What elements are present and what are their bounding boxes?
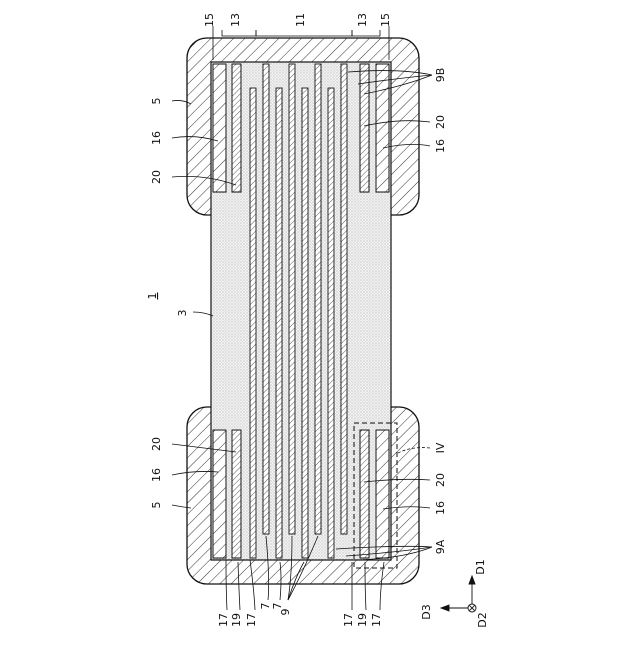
axis-d1-label: D1 — [474, 559, 487, 574]
dummy-electrode-20-top-left — [232, 64, 241, 192]
internal-electrode-from-top — [315, 64, 321, 534]
outer-layer-16-top-left — [213, 64, 226, 192]
outer-layer-16-top-right — [376, 64, 389, 192]
label-19-a: 19 — [230, 613, 243, 627]
label-17-a: 17 — [217, 613, 230, 627]
internal-electrode-from-top — [263, 64, 269, 534]
dummy-electrode-20-bottom-right — [360, 430, 369, 558]
label-13-top-left: 13 — [229, 13, 242, 27]
internal-electrode-from-bottom — [276, 88, 282, 558]
label-20-top-left: 20 — [150, 170, 163, 184]
label-15-top-left: 15 — [203, 13, 216, 27]
axis-d2-label: D2 — [476, 612, 489, 627]
axis-d3-label: D3 — [420, 604, 433, 619]
label-7-b: 7 — [271, 603, 284, 610]
axis-d1-arrowhead — [469, 576, 475, 584]
outer-layer-16-bottom-right — [376, 430, 389, 558]
label-9B: 9B — [434, 68, 447, 83]
label-1: 1 — [146, 293, 159, 300]
direction-axes — [441, 576, 476, 612]
label-5-top: 5 — [150, 98, 163, 105]
label-15-top-right: 15 — [379, 13, 392, 27]
label-16-top-left: 16 — [150, 131, 163, 145]
label-17-c: 17 — [342, 613, 355, 627]
label-17-b: 17 — [245, 613, 258, 627]
label-5-bottom: 5 — [150, 502, 163, 509]
label-IV: IV — [434, 442, 447, 453]
label-19-b: 19 — [356, 613, 369, 627]
label-16-bottom-left: 16 — [150, 468, 163, 482]
label-20-bottom-left: 20 — [150, 437, 163, 451]
axis-d3-arrowhead — [441, 605, 449, 611]
label-17-d: 17 — [370, 613, 383, 627]
label-20-top-right: 20 — [434, 115, 447, 129]
label-3: 3 — [176, 310, 189, 317]
dummy-electrode-20-bottom-left — [232, 430, 241, 558]
label-16-top-right: 16 — [434, 139, 447, 153]
internal-electrode-from-top — [289, 64, 295, 534]
label-16-bottom-right: 16 — [434, 501, 447, 515]
label-9: 9 — [279, 609, 292, 616]
internal-electrode-from-bottom — [302, 88, 308, 558]
label-9A: 9A — [434, 539, 447, 554]
internal-electrode-from-bottom — [250, 88, 256, 558]
label-20-bottom-right: 20 — [434, 473, 447, 487]
internal-electrode-from-bottom — [328, 88, 334, 558]
label-11: 11 — [294, 13, 307, 27]
label-13-top-right: 13 — [356, 13, 369, 27]
internal-electrode-from-top — [341, 64, 347, 534]
